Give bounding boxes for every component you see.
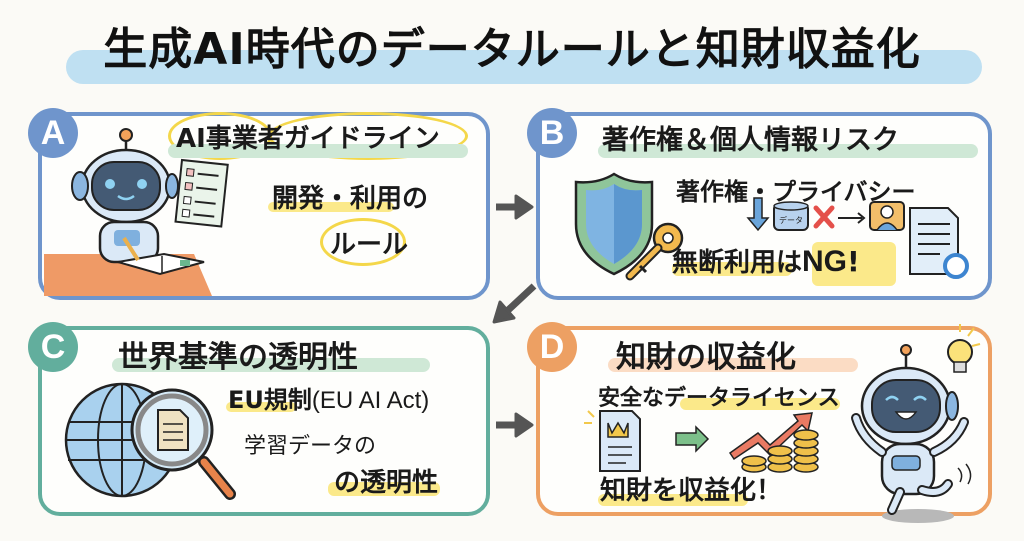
ng-text: NG — [802, 245, 847, 278]
antenna-icon — [120, 129, 132, 141]
arrow-c-to-d — [494, 410, 538, 440]
panel-a-line1: 開発・利用の — [272, 178, 428, 215]
cross-icon — [816, 208, 832, 226]
panel-c-line2: 学習データの — [244, 428, 376, 460]
panel-c-eu-regulation: EU規制 — [228, 386, 312, 414]
globe-search-illustration — [62, 378, 242, 508]
happy-robot-icon — [856, 368, 971, 510]
happy-robot-illustration — [848, 318, 1018, 528]
panel-d-line1: 安全なデータライセンス — [598, 380, 840, 412]
panel-b-line1: 著作権・プライバシー — [676, 172, 916, 207]
panel-d-line1-pre: 安全な — [598, 386, 664, 411]
panel-c-line3-pre: の — [334, 468, 360, 498]
panel-a-heading: AI事業者ガイドライン — [176, 118, 440, 155]
panel-c-line1: EU規制(EU AI Act) — [228, 380, 429, 415]
checklist-icon — [176, 160, 228, 226]
circle-icon — [945, 255, 967, 277]
page-title: 生成AI時代のデータルールと知財収益化 — [0, 18, 1024, 82]
panel-a-line2: ルール — [330, 224, 408, 261]
badge-b: B — [527, 108, 577, 158]
panel-c-heading: 世界基準の透明性 — [118, 332, 358, 376]
badge-d: D — [527, 322, 577, 372]
exclaim: ! — [847, 245, 860, 278]
panel-d-data-license: データライセンス — [664, 386, 840, 411]
panel-d-heading: 知財の収益化 — [616, 332, 796, 376]
arrow-b-to-c — [490, 282, 540, 328]
panel-b-heading: 著作権＆個人情報リスク — [602, 118, 899, 157]
title-container: 生成AI時代のデータルールと知財収益化 — [0, 18, 1024, 82]
green-arrow-icon — [676, 427, 708, 451]
badge-c: C — [28, 322, 78, 372]
panel-b-line2: 無断利用はNG! — [672, 242, 860, 279]
sparkle-icon — [584, 411, 594, 423]
lightbulb-icon — [948, 324, 980, 372]
crown-document-icon — [600, 411, 640, 471]
right-arrow-icon — [838, 213, 864, 223]
arrow-a-to-b — [494, 192, 538, 222]
panel-c-transparency: 透明性 — [360, 468, 438, 498]
panel-c-eu-ai-act: (EU AI Act) — [312, 387, 429, 414]
panel-d-line2: 知財を収益化！ — [600, 470, 782, 507]
panel-b-line2-main: 無断利用は — [672, 248, 802, 278]
panel-c-line3: の透明性 — [334, 462, 438, 499]
data-label: データ — [779, 215, 803, 225]
document-icon — [158, 410, 188, 450]
